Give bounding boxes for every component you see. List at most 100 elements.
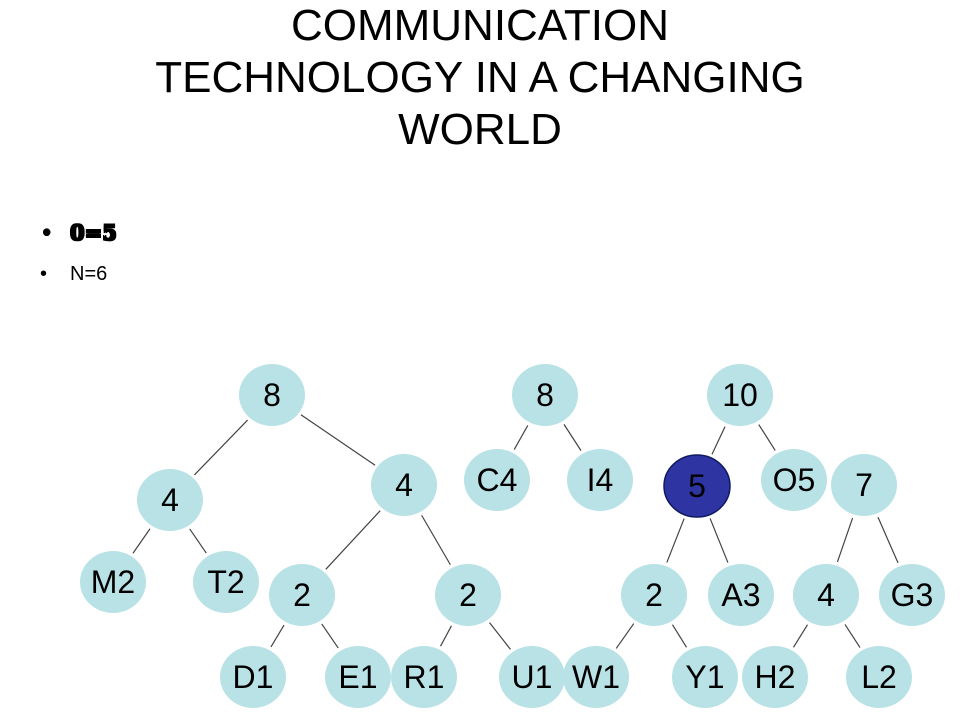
node-circle <box>193 551 259 613</box>
node-circle <box>672 646 738 708</box>
node-label: 2 <box>459 577 477 613</box>
tree-edge-n8b-nI4 <box>563 424 582 451</box>
node-label: H2 <box>755 659 796 695</box>
node-label: O5 <box>773 462 816 498</box>
tree-node-nD1: D1 <box>220 646 286 708</box>
tree-edge-n8b-nC4 <box>513 425 529 450</box>
node-label: R1 <box>404 659 445 695</box>
node-circle <box>80 551 146 613</box>
bullet-item-2: N=6 <box>40 260 117 288</box>
node-circle <box>391 646 457 708</box>
node-circle <box>563 646 629 708</box>
tree-edge-n4c-nL2 <box>844 624 861 648</box>
tree-edge-n4b-n2b <box>421 514 451 566</box>
slide-title: COMMUNICATION TECHNOLOGY IN A CHANGING W… <box>0 0 960 156</box>
tree-edge-n8a-n4a <box>193 419 249 476</box>
node-circle <box>137 469 203 531</box>
tree-node-nI4: I4 <box>567 449 633 511</box>
tree-node-n10: 10 <box>707 364 773 426</box>
node-label: 4 <box>395 467 413 503</box>
tree-edge-n2a-nE1 <box>321 623 339 649</box>
tree-edge-n2c-nW1 <box>615 623 635 649</box>
node-circle <box>512 364 578 426</box>
node-label: M2 <box>91 564 135 600</box>
node-circle <box>435 564 501 626</box>
node-circle <box>879 564 945 626</box>
node-label: 10 <box>722 377 758 413</box>
node-circle <box>567 449 633 511</box>
tree-node-n2a: 2 <box>269 564 335 626</box>
tree-edge-n7-nG3 <box>877 516 899 564</box>
node-label: E1 <box>338 659 377 695</box>
tree-edge-n8a-n4b <box>300 414 376 466</box>
node-label: I4 <box>587 462 614 498</box>
node-label: D1 <box>233 659 274 695</box>
node-circle <box>621 564 687 626</box>
tree-edge-n5-nA3 <box>709 518 729 563</box>
tree-node-nL2: L2 <box>846 646 912 708</box>
tree-edge-n10-nO5 <box>758 424 776 451</box>
tree-node-nM2: M2 <box>80 551 146 613</box>
tree-node-nA3: A3 <box>708 564 774 626</box>
node-circle <box>846 646 912 708</box>
node-circle <box>239 364 305 426</box>
tree-edge-n7-n4c <box>836 517 854 563</box>
tree-node-nU1: U1 <box>499 646 565 708</box>
node-label: 7 <box>855 467 873 503</box>
node-circle <box>708 564 774 626</box>
node-label: G3 <box>891 577 934 613</box>
node-label: W1 <box>572 659 620 695</box>
tree-node-n7: 7 <box>831 454 897 516</box>
tree-node-n5: 5 <box>663 454 731 518</box>
tree-edge-n2c-nY1 <box>671 624 688 648</box>
node-circle <box>269 564 335 626</box>
node-circle <box>707 364 773 426</box>
tree-edge-n2a-nD1 <box>270 624 285 648</box>
tree-edge-n10-n5 <box>711 426 726 455</box>
tree-edge-n2b-nR1 <box>440 625 452 647</box>
tree-node-n2c: 2 <box>621 564 687 626</box>
node-label: 8 <box>263 377 281 413</box>
tree-node-n2b: 2 <box>435 564 501 626</box>
node-circle <box>220 646 286 708</box>
tree-node-nH2: H2 <box>742 646 808 708</box>
node-label: 2 <box>645 577 663 613</box>
highlighted-node-circle <box>663 454 731 518</box>
bullet-item-1: 0=5 <box>40 216 117 250</box>
tree-edge-n4a-nT2 <box>189 528 207 554</box>
node-label: 2 <box>293 577 311 613</box>
tree-edge-n5-n2c <box>666 518 685 563</box>
tree-edge-n4c-nH2 <box>792 624 809 648</box>
node-circle <box>325 646 391 708</box>
tree-edge-n2b-nU1 <box>489 622 511 650</box>
tree-node-nO5: O5 <box>761 449 827 511</box>
node-label: 5 <box>688 468 706 504</box>
tree-node-nW1: W1 <box>563 646 629 708</box>
tree-node-nC4: C4 <box>464 449 530 511</box>
tree-node-n4a: 4 <box>137 469 203 531</box>
node-circle <box>793 564 859 626</box>
tree-node-nG3: G3 <box>879 564 945 626</box>
tree-edge-n4a-nM2 <box>132 528 151 554</box>
tree-node-nE1: E1 <box>325 646 391 708</box>
tree-node-n8b: 8 <box>512 364 578 426</box>
node-label: 8 <box>536 377 554 413</box>
tree-node-n4b: 4 <box>371 454 437 516</box>
tree-node-nR1: R1 <box>391 646 457 708</box>
node-label: U1 <box>512 659 553 695</box>
node-label: Y1 <box>685 659 724 695</box>
node-label: T2 <box>207 564 244 600</box>
node-label: A3 <box>721 577 760 613</box>
node-label: L2 <box>861 659 897 695</box>
bullet-list: 0=5 N=6 <box>40 216 117 288</box>
node-circle <box>742 646 808 708</box>
tree-node-nY1: Y1 <box>672 646 738 708</box>
tree-node-n4c: 4 <box>793 564 859 626</box>
title-line-2: TECHNOLOGY IN A CHANGING <box>155 52 805 102</box>
node-circle <box>761 449 827 511</box>
tree-edge-n4b-n2a <box>325 510 381 570</box>
node-circle <box>464 449 530 511</box>
tree-node-n8a: 8 <box>239 364 305 426</box>
